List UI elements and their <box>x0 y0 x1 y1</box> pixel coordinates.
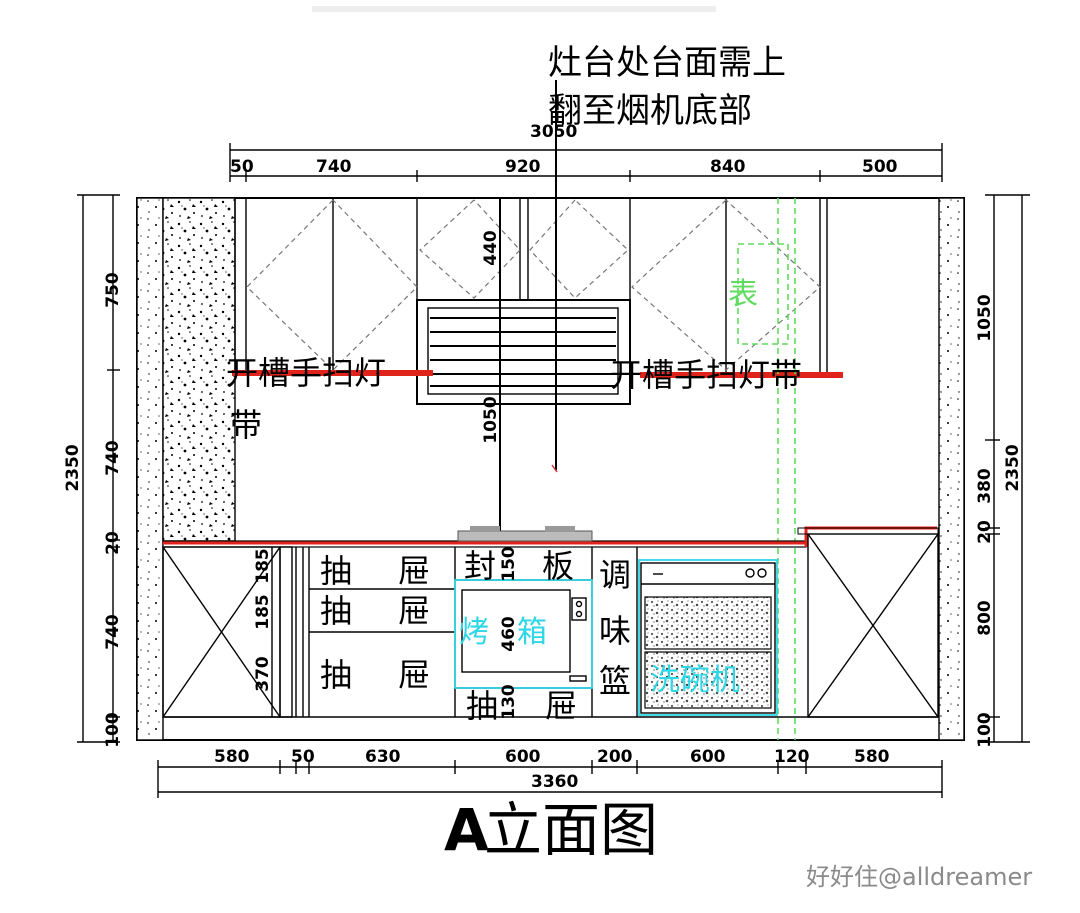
spice-label-3: 篮 <box>599 662 631 700</box>
top-dimensions <box>229 143 943 182</box>
dim-top-b: 740 <box>316 157 352 177</box>
right-dimensions <box>985 194 1030 743</box>
dim-left-total: 2350 <box>63 444 83 491</box>
groove-note-left-2: 带 <box>230 406 262 444</box>
dim-left-top: 20 <box>103 531 123 555</box>
gas-hob <box>457 526 593 542</box>
groove-note-left-1: 开槽手扫灯 <box>226 354 386 392</box>
dim-bottom-h: 580 <box>854 747 890 767</box>
title-zh: 立面图 <box>484 796 658 864</box>
dim-right-mid: 380 <box>975 468 995 504</box>
dim-top-total: 3050 <box>530 122 577 142</box>
dim-right-total: 2350 <box>1003 444 1023 491</box>
dim-drawer-1: 185 <box>253 548 273 584</box>
dim-left-plinth: 100 <box>103 712 123 748</box>
board-label: 板 <box>542 547 574 585</box>
dim-right-base: 800 <box>975 600 995 636</box>
dim-left-mid: 740 <box>103 440 123 476</box>
drawer-2-label-a: 抽 <box>320 592 352 630</box>
dim-right-upper: 1050 <box>975 294 995 341</box>
groove-note-right: 开槽手扫灯带 <box>610 356 802 394</box>
hob-note-line2: 翻至烟机底部 <box>548 91 752 131</box>
left-column-hatch <box>162 197 236 542</box>
watermark: 好好住@alldreamer <box>806 863 1032 891</box>
dim-drawer-3: 370 <box>253 656 273 692</box>
hob-note-line1: 灶台处台面需上 <box>548 43 786 83</box>
dim-bottom-e: 200 <box>597 747 633 767</box>
note-leader-tick <box>551 464 558 473</box>
dishwasher <box>638 559 778 716</box>
bottom-drawer-label-a: 抽 <box>466 687 498 725</box>
dim-bottom-a: 580 <box>214 747 250 767</box>
dim-right-top: 20 <box>975 520 995 544</box>
dim-bottom-c: 630 <box>365 747 401 767</box>
dim-top-d: 840 <box>710 157 746 177</box>
dim-oven: 460 <box>499 616 519 652</box>
title-latin: A <box>444 796 489 864</box>
bottom-dimensions <box>157 760 943 798</box>
oven <box>454 579 593 689</box>
dim-bottom-f: 600 <box>690 747 726 767</box>
drawer-3-label-b: 屉 <box>398 656 430 694</box>
left-wall-hatch <box>136 197 164 741</box>
spice-label-1: 调 <box>599 556 631 594</box>
oven-label-2: 箱 <box>517 615 547 650</box>
dim-bottom-b: 50 <box>291 747 315 767</box>
left-dimensions <box>77 194 120 743</box>
dim-bottom-d: 600 <box>505 747 541 767</box>
right-wall-hatch <box>938 197 965 741</box>
drawer-2-label-b: 屉 <box>398 592 430 630</box>
dim-bottom-drawer: 130 <box>499 684 519 720</box>
drawer-1-label-a: 抽 <box>320 552 352 590</box>
dim-top-c: 920 <box>505 157 541 177</box>
cabinet-note-box <box>737 243 789 345</box>
dim-bottom-g: 120 <box>774 747 810 767</box>
dim-top-e: 500 <box>862 157 898 177</box>
dishwasher-label: 洗碗机 <box>650 663 740 698</box>
dim-left-upper: 750 <box>103 272 123 308</box>
upper-cabinets <box>234 198 828 372</box>
dim-left-base: 740 <box>103 614 123 650</box>
cabinet-note-label: 表 <box>728 277 758 312</box>
dim-seal: 150 <box>499 546 519 582</box>
bottom-drawer-label-b: 屉 <box>545 687 577 725</box>
dim-hood-to-hob: 1050 <box>481 396 501 443</box>
oven-label-1: 烤 <box>459 615 489 650</box>
spice-label-2: 味 <box>599 612 631 650</box>
dim-bottom-total: 3360 <box>531 772 578 792</box>
dim-right-plinth: 100 <box>975 712 995 748</box>
drawer-3-label-a: 抽 <box>320 656 352 694</box>
dim-drawer-2: 185 <box>253 594 273 630</box>
range-hood <box>416 299 631 405</box>
drawer-1-label-b: 屉 <box>398 552 430 590</box>
seal-label: 封 <box>464 547 496 585</box>
top-bar <box>312 6 716 12</box>
dim-top-a: 50 <box>230 157 254 177</box>
dim-hood: 440 <box>481 230 501 266</box>
